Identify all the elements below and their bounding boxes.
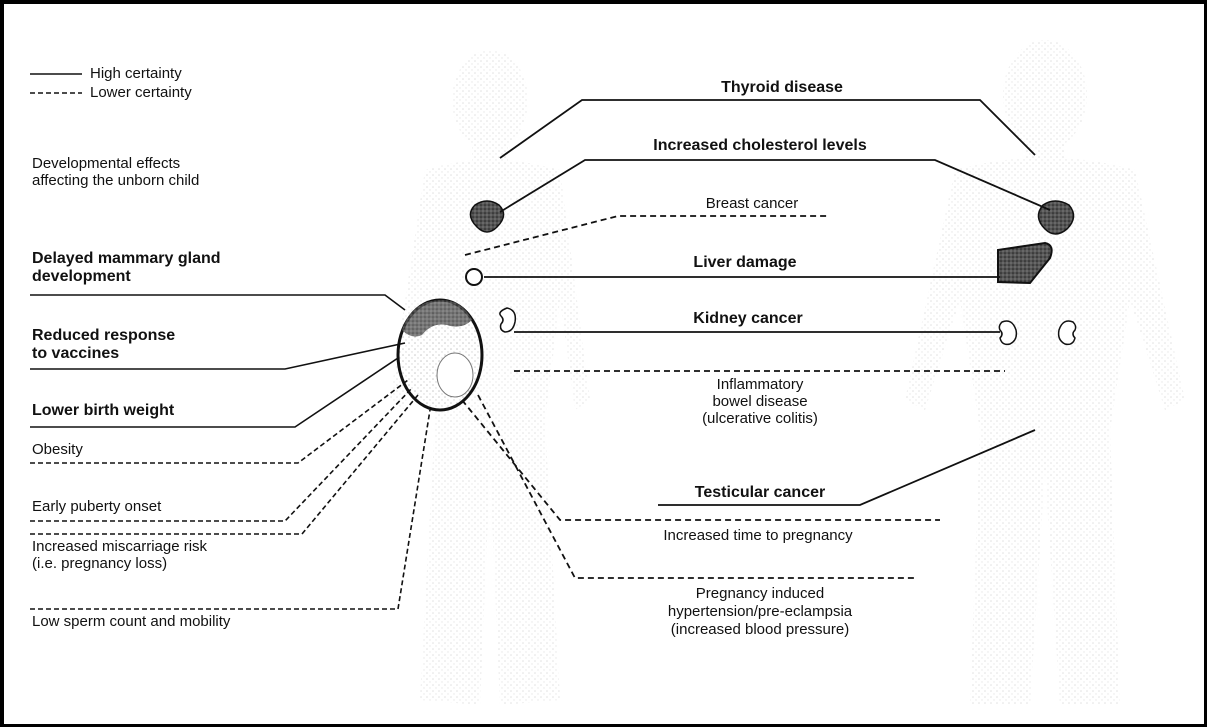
effect-pre-eclampsia-line3: (increased blood pressure) — [671, 621, 849, 638]
effect-puberty: Early puberty onset — [32, 498, 161, 515]
effect-miscarriage-line2: (i.e. pregnancy loss) — [32, 555, 167, 572]
effect-miscarriage-line1: Increased miscarriage risk — [32, 538, 207, 555]
connector-obesity — [30, 380, 408, 463]
effect-cholesterol: Increased cholesterol levels — [653, 137, 866, 155]
legend-dashed-label: Lower certainty — [90, 84, 192, 101]
effect-sperm: Low sperm count and mobility — [32, 613, 230, 630]
left-header-line2: affecting the unborn child — [32, 172, 199, 189]
effect-obesity: Obesity — [32, 441, 83, 458]
effect-pre-eclampsia-line1: Pregnancy induced — [696, 585, 824, 602]
kidney-organ-right-male — [1059, 321, 1076, 344]
effect-bowel-line2: bowel disease — [712, 393, 807, 410]
connector-mammary — [30, 295, 405, 310]
effect-liver: Liver damage — [693, 254, 796, 272]
effect-vaccines-line2: to vaccines — [32, 345, 119, 363]
effect-bowel-line3: (ulcerative colitis) — [702, 410, 818, 427]
kidney-organ-left-male — [999, 321, 1016, 344]
legend-solid-label: High certainty — [90, 65, 182, 82]
liver-organ-female — [466, 269, 482, 285]
effect-vaccines-line1: Reduced response — [32, 327, 175, 345]
left-header-line1: Developmental effects — [32, 155, 180, 172]
effect-birth-weight: Lower birth weight — [32, 402, 174, 420]
effect-thyroid: Thyroid disease — [721, 79, 843, 97]
effect-mammary-line2: development — [32, 268, 131, 286]
male-body-figure — [905, 40, 1185, 705]
effect-time-to-pregnancy: Increased time to pregnancy — [663, 527, 852, 544]
effect-bowel-line1: Inflammatory — [717, 376, 804, 393]
effect-testicular: Testicular cancer — [695, 484, 825, 502]
womb-organ — [398, 300, 482, 410]
effect-mammary-line1: Delayed mammary gland — [32, 250, 221, 268]
effect-breast-cancer: Breast cancer — [706, 195, 799, 212]
effect-kidney: Kidney cancer — [693, 310, 802, 328]
effect-pre-eclampsia-line2: hypertension/pre-eclampsia — [668, 603, 852, 620]
